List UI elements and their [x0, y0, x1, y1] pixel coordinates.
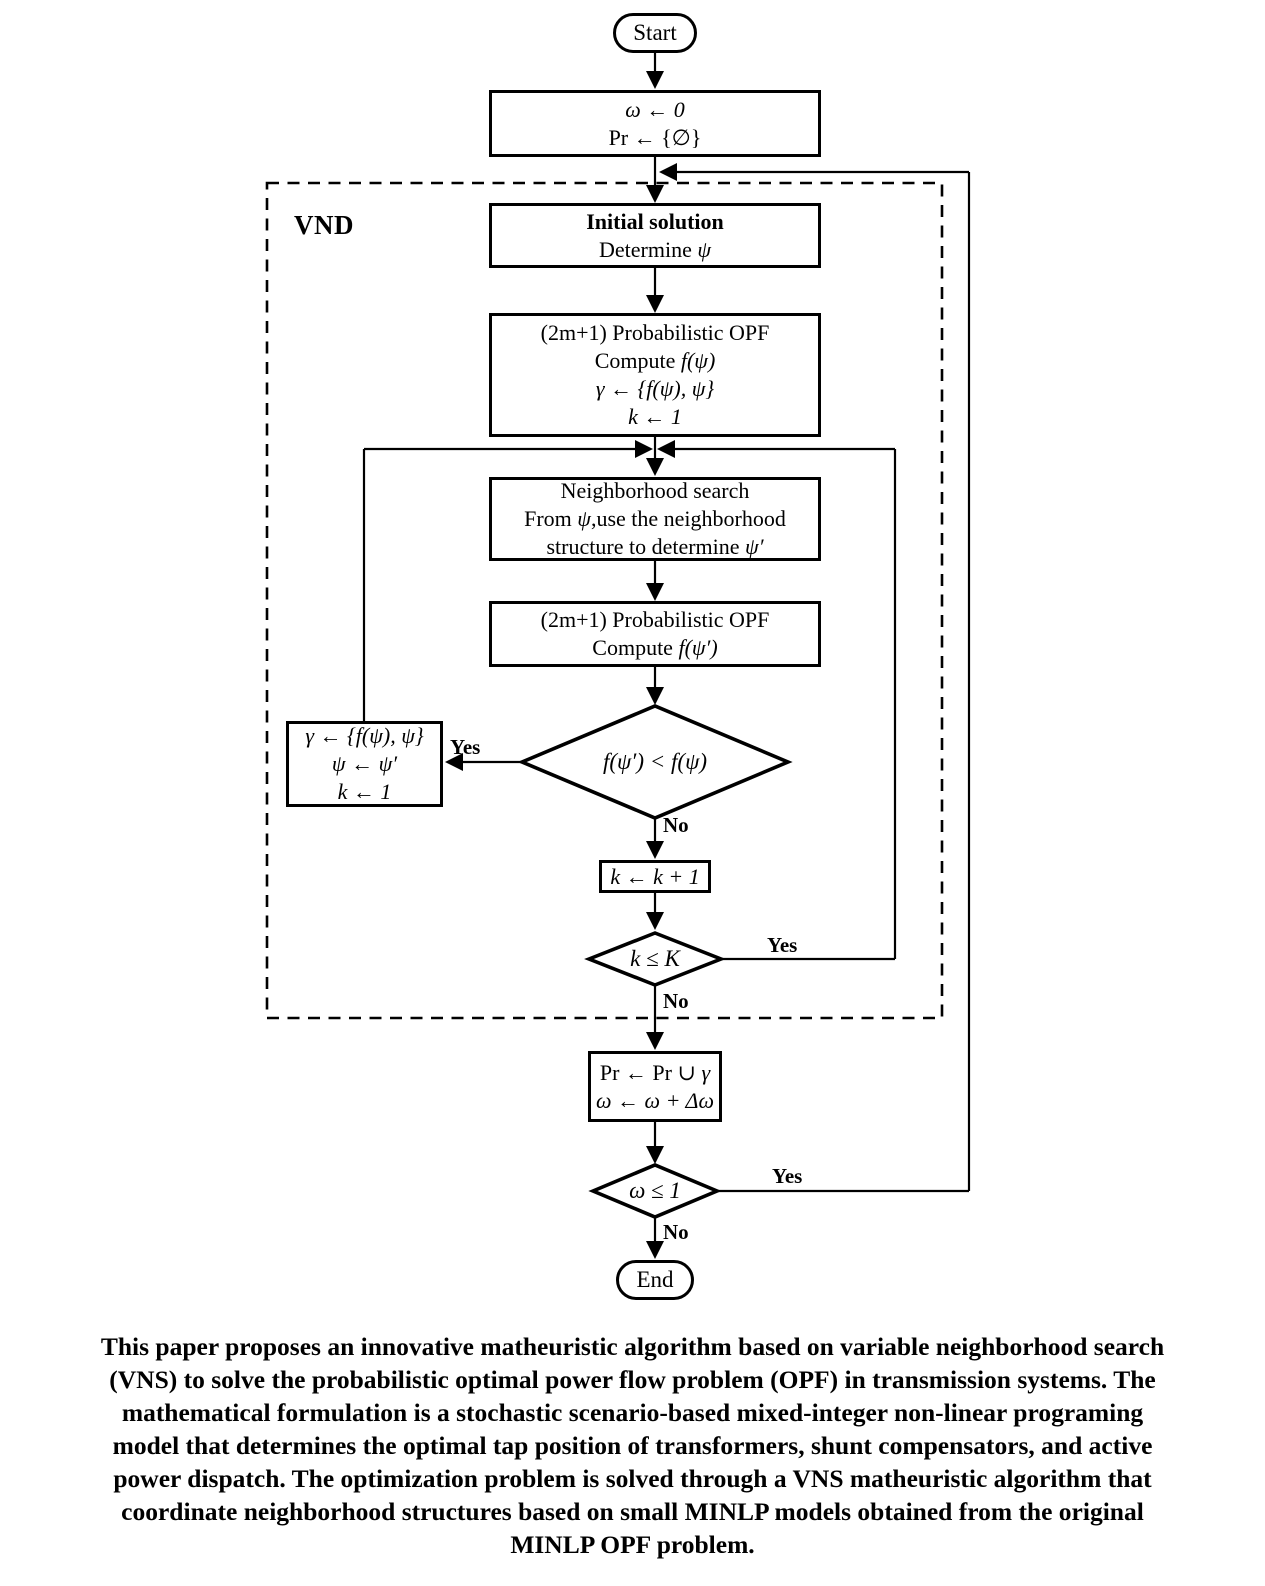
arrowhead	[646, 583, 664, 601]
improvement-no-label: No	[663, 813, 689, 837]
k-no-label: No	[663, 989, 689, 1013]
arrowhead	[646, 912, 664, 930]
improvement-yes-label: Yes	[450, 735, 481, 759]
k-yes-label: Yes	[767, 933, 798, 957]
connector-layer	[265, 53, 971, 1259]
improvement-decision-label: f(ψ′) < f(ψ)	[602, 749, 708, 774]
diamond-omega-test	[588, 1163, 722, 1219]
arrowhead	[646, 295, 664, 313]
start-node: Start	[613, 13, 697, 53]
arrowhead	[657, 440, 675, 458]
abstract-caption: This paper proposes an innovative matheu…	[100, 1332, 1165, 1559]
arrowhead	[646, 841, 664, 859]
increment-k-node: k ← k + 1	[599, 860, 711, 893]
arrowhead	[646, 687, 664, 705]
k-decision-label: k ≤ K	[630, 946, 680, 971]
arrowhead	[646, 1241, 664, 1259]
arrowhead	[646, 458, 664, 476]
omega-no-label: No	[663, 1220, 689, 1244]
arrowhead	[445, 753, 463, 771]
omega-yes-label: Yes	[772, 1164, 803, 1188]
arrowhead	[646, 185, 664, 203]
arrowhead	[646, 1146, 664, 1164]
omega-decision-label: ω ≤ 1	[629, 1178, 681, 1203]
vnd-region-label: VND	[294, 210, 354, 240]
arrowhead	[659, 163, 677, 181]
update-incumbent-node: γ ← {f(ψ), ψ}ψ ← ψ′k ← 1	[286, 721, 443, 807]
arrowhead	[646, 1032, 664, 1050]
vnd-dashed-border	[265, 181, 944, 1020]
diamond-improvement-test	[517, 704, 793, 820]
end-node: End	[616, 1260, 694, 1300]
arrowhead	[646, 71, 664, 89]
arrowhead	[635, 440, 653, 458]
diamond-k-test	[584, 931, 726, 987]
